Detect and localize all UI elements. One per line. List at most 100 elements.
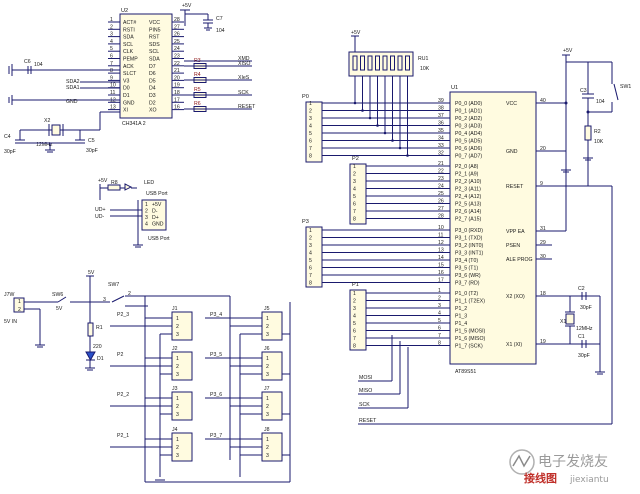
svg-text:2: 2 — [176, 324, 179, 330]
u2-pin-num: 1 — [110, 17, 113, 23]
u2-pin-label: D5 — [149, 78, 156, 84]
usb-led: LED — [144, 180, 154, 186]
jumper-left-ref: J3 — [172, 386, 178, 392]
usb-pin-num: 1 — [145, 202, 148, 208]
u1-pin-label: P3_3 (INT1) — [455, 251, 484, 257]
c5-ref: C5 — [88, 138, 95, 144]
header-pin-num: 5 — [309, 131, 312, 137]
c7-val: 104 — [216, 28, 225, 34]
u1-pin-num: 27 — [438, 206, 444, 212]
ru1-vcc: +5V — [351, 30, 361, 36]
reset-circuit: +5V C3 104 R2 10K SW1 — [536, 48, 631, 232]
svg-text:2: 2 — [266, 445, 269, 451]
header-pin-num: 7 — [353, 336, 356, 342]
u1-pin-num: 22 — [438, 169, 444, 175]
net-miso: MISO — [359, 388, 372, 394]
u2-pin-label: XO — [149, 108, 157, 114]
watermark-brand: 电子发烧友 — [538, 454, 608, 470]
u2-pin-num: 27 — [174, 24, 180, 30]
u1-pin-num: 24 — [438, 184, 444, 190]
c6-val: 104 — [34, 62, 43, 68]
u2-pin-num: 20 — [174, 75, 180, 81]
u1-pin-num: 20 — [540, 146, 546, 152]
watermark: 电子发烧友 接线图 jiexiantu — [509, 449, 609, 485]
jumper-left-net: P2_2 — [117, 392, 129, 398]
u1-pin-num: 32 — [438, 151, 444, 157]
sw6-ref: SW6 — [52, 292, 63, 298]
u1-pin-label: P1_5 (MOSI) — [455, 329, 486, 335]
svg-text:1: 1 — [266, 437, 269, 443]
u1-pin-label: P2_6 (A14) — [455, 209, 482, 215]
jumper-group: J1123P2_3J5123P3_4J2123P2J6123P3_5J3123P… — [110, 296, 290, 477]
c1-val: 30pF — [578, 353, 590, 359]
u1-pin-num: 37 — [438, 113, 444, 119]
usb-pin-num: 3 — [145, 215, 148, 221]
svg-text:3: 3 — [176, 372, 179, 378]
net-sck: SCK — [359, 402, 370, 408]
u2-pin-label: D0 — [123, 86, 130, 92]
usb-r8: R8 — [111, 180, 118, 186]
usb-title-top: USB Port — [146, 191, 168, 197]
jumper-left-net: P2 — [117, 352, 123, 358]
header-pin-num: 3 — [309, 243, 312, 249]
c6-ref: C6 — [24, 59, 31, 65]
u2-pin-num: 10 — [110, 83, 116, 89]
u2-pin-label: SDA — [123, 35, 134, 41]
c4-ref: C4 — [4, 134, 11, 140]
header-pin-num: 8 — [353, 344, 356, 350]
header-pin-num: 4 — [309, 251, 312, 257]
u2-pin-label: CLK — [123, 49, 134, 55]
u1-pin-label: P0_7 (AD7) — [455, 154, 482, 160]
p2-label: P2 — [352, 156, 359, 162]
header-pin-num: 4 — [353, 314, 356, 320]
watermark-site: jiexiantu — [569, 475, 609, 485]
usb-net-dminus: UD- — [95, 214, 104, 220]
u2-net-gnd: GND — [66, 99, 78, 105]
sw7-ref: SW7 — [108, 282, 119, 288]
u1-pin-label: P1_0 (T2) — [455, 291, 478, 297]
u2-pin-num: 11 — [110, 90, 115, 96]
u1-pin-num: 19 — [540, 339, 546, 345]
u2-pin-num: 22 — [174, 61, 180, 67]
header-pin-num: 3 — [353, 179, 356, 185]
u1-pin-num: 2 — [438, 296, 441, 302]
u2-pin-label: V3 — [123, 78, 129, 84]
usb-pin-label: D- — [152, 209, 158, 215]
header-pin-num: 1 — [309, 101, 312, 107]
svg-text:2: 2 — [176, 404, 179, 410]
svg-text:3: 3 — [266, 412, 269, 418]
u2-pin-num: 3 — [110, 32, 113, 38]
u1-pin-num: 25 — [438, 191, 444, 197]
svg-text:2: 2 — [266, 364, 269, 370]
u1-pin-label: P1_3 — [455, 314, 467, 320]
u1-pin-num: 29 — [540, 240, 546, 246]
u1-pin-label: P2_0 (A8) — [455, 164, 479, 170]
u1-pin-label: RESET — [506, 184, 524, 190]
svg-text:3: 3 — [176, 412, 179, 418]
sw6-val: 5V — [56, 306, 63, 312]
u1-pin-num: 31 — [540, 226, 546, 232]
u2-pin-num: 6 — [110, 54, 113, 60]
u2-pin-num: 17 — [174, 97, 180, 103]
jumper-right-ref: J6 — [264, 346, 270, 352]
u2-pin-num: 23 — [174, 54, 180, 60]
x2-val: 12MHz — [36, 142, 53, 148]
u2-pin-label: D6 — [149, 71, 156, 77]
u1-pin-label: ALE PROG — [506, 257, 533, 263]
u2-pin-num: 26 — [174, 32, 180, 38]
header-pin-num: 2 — [309, 236, 312, 242]
header-pin-num: 5 — [309, 258, 312, 264]
u2-resistor-ref: R5 — [194, 87, 201, 93]
header-pin-num: 3 — [309, 116, 312, 122]
u1-pin-label: PSEN — [506, 243, 520, 249]
u1-pin-num: 36 — [438, 121, 444, 127]
u2-pin-label: RST — [149, 35, 160, 41]
power-section: J7W 1 2 5V IN SW6 5V 5V SW7 2 3 R1 220 D… — [4, 270, 291, 483]
u1-pin-label: P3_6 (WR) — [455, 273, 481, 279]
u1-pin-label: P1_1 (T2EX) — [455, 299, 485, 305]
u1-pin-label: P1_4 — [455, 321, 467, 327]
header-pin-num: 4 — [309, 124, 312, 130]
u1-pin-num: 30 — [540, 254, 546, 260]
